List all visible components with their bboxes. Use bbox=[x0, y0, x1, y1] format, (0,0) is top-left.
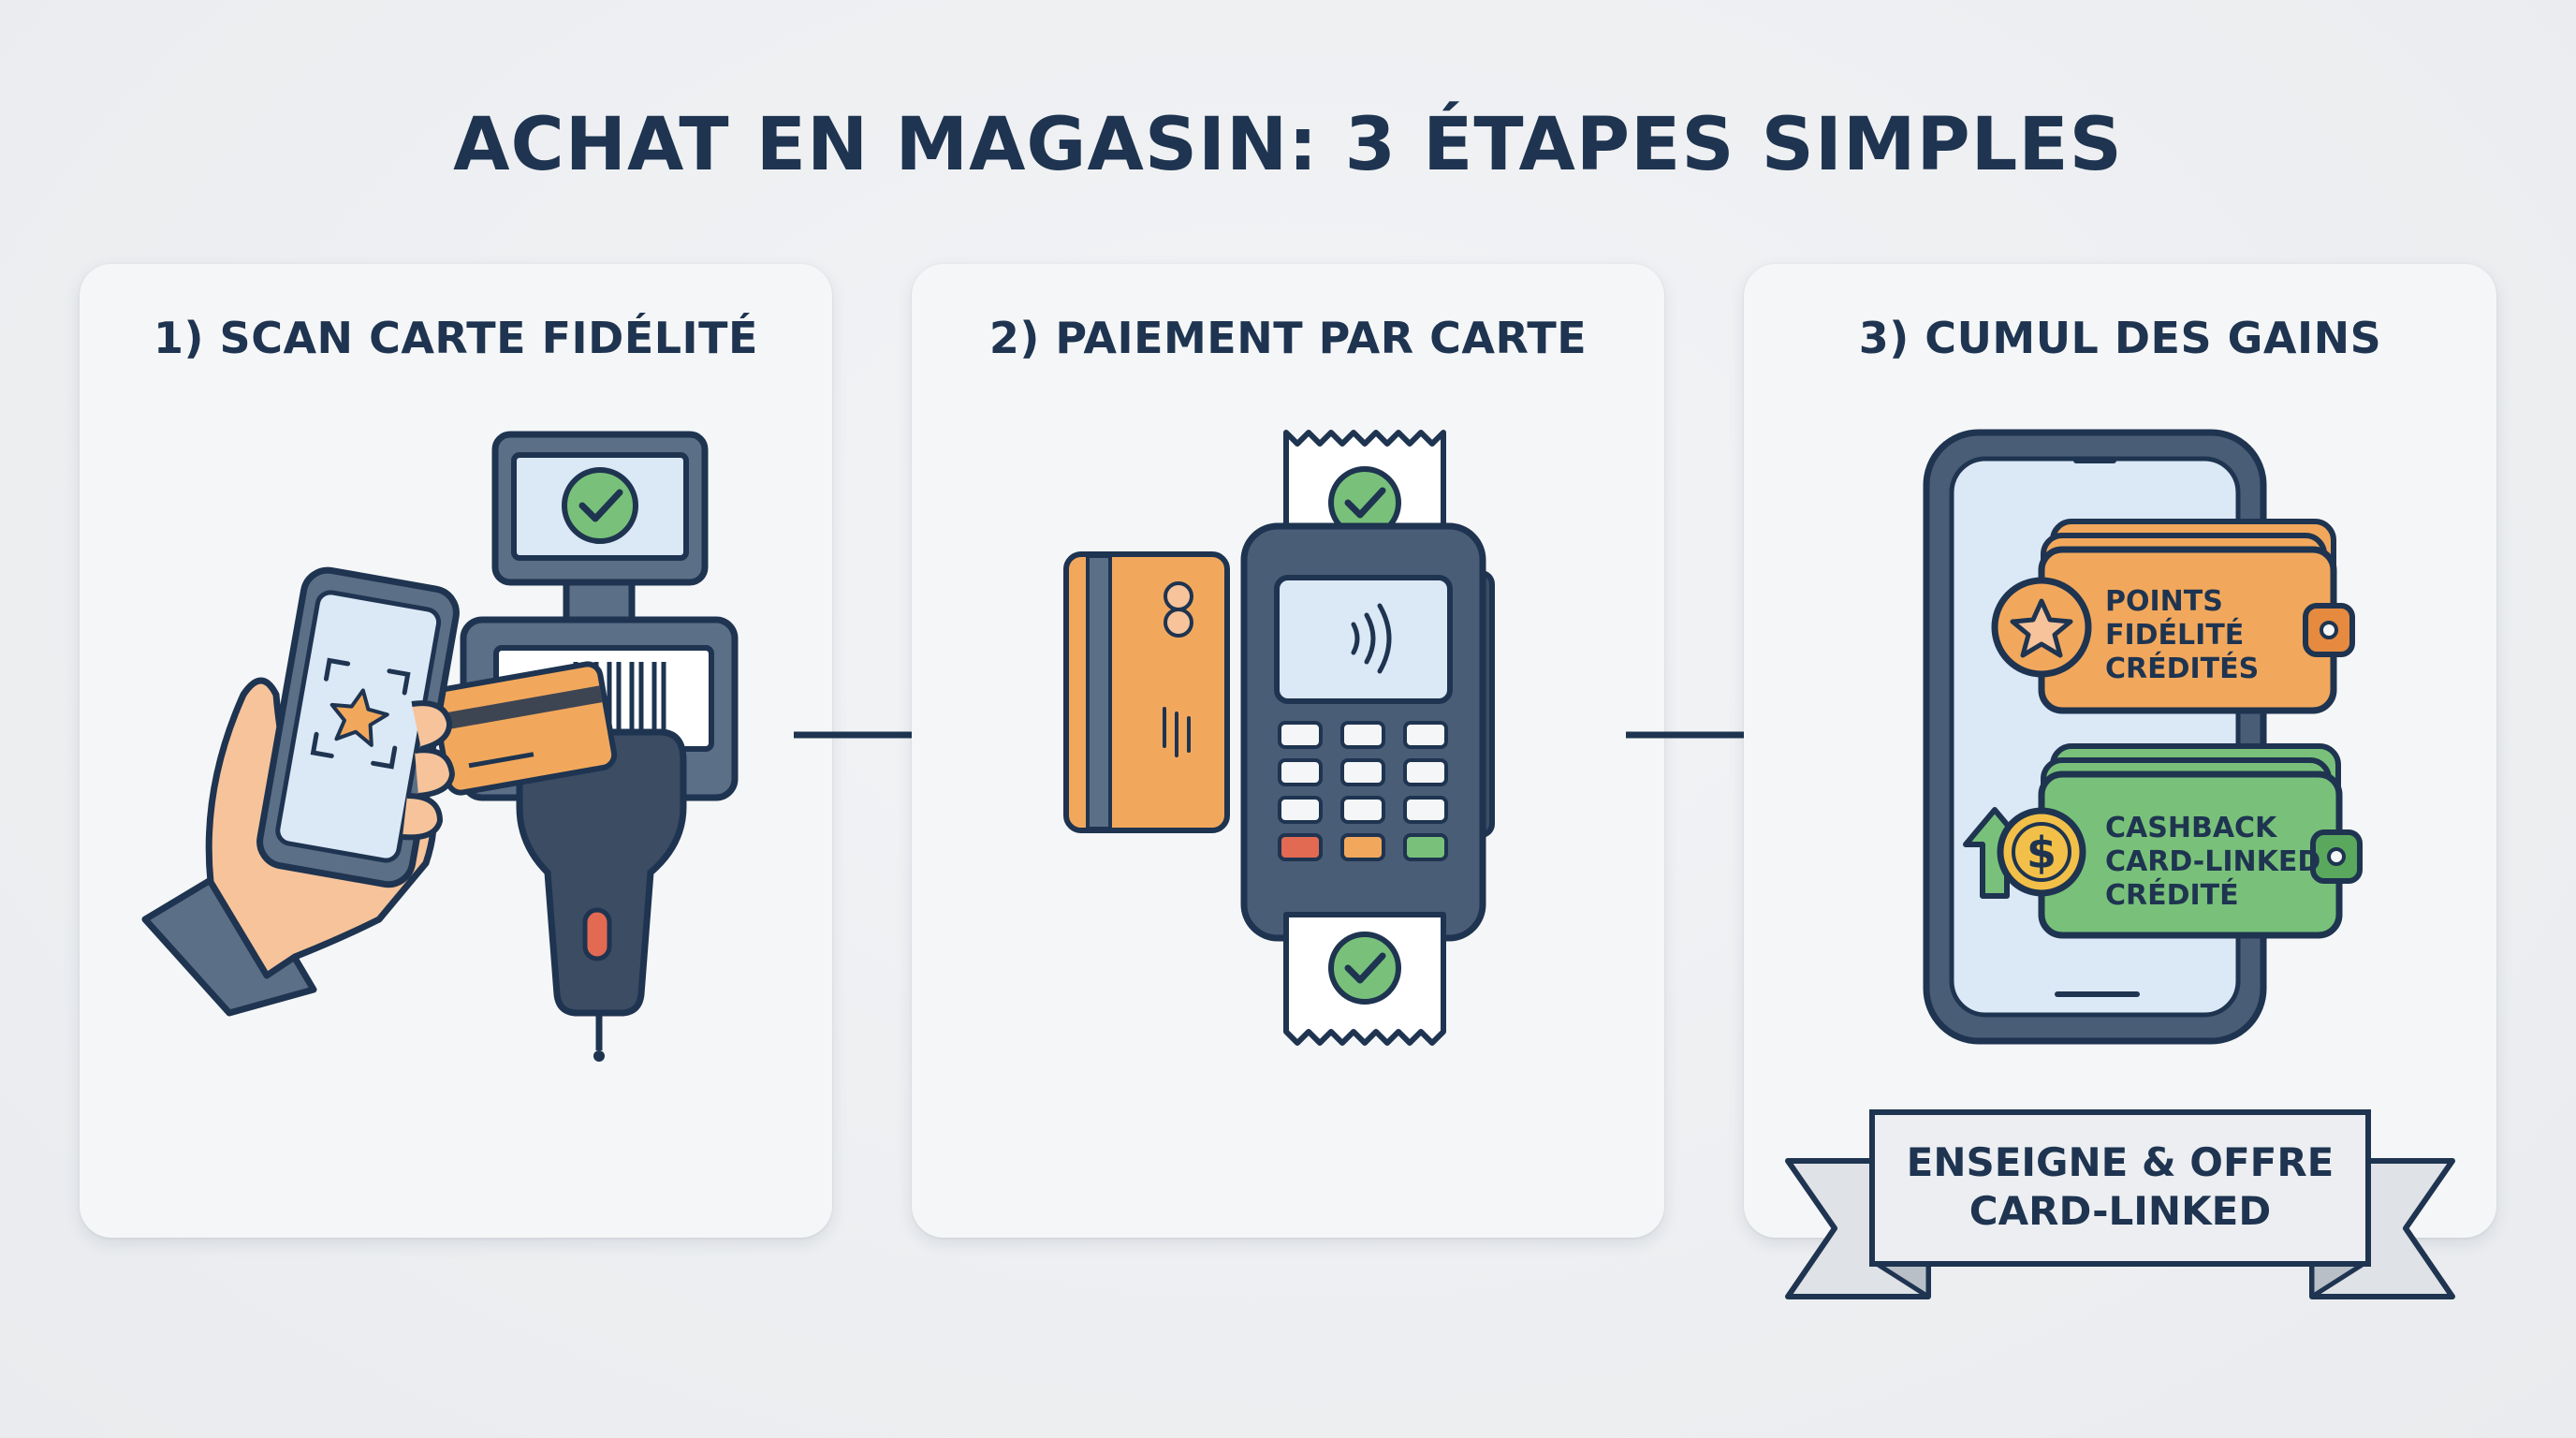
step-1-illustration bbox=[141, 431, 739, 1062]
step-3-illustration: POINTS FIDÉLITÉ CRÉDITÉS $ CASHBACK CARD… bbox=[1923, 429, 2363, 1045]
cashback-line-3: CRÉDITÉ bbox=[2105, 878, 2239, 912]
bank-card-icon bbox=[1063, 551, 1230, 833]
points-line-1: POINTS bbox=[2105, 585, 2223, 618]
wallet-icon bbox=[2038, 519, 2355, 714]
step-3-title: 3) CUMUL DES GAINS bbox=[1858, 313, 2382, 363]
loyalty-card-icon bbox=[431, 661, 618, 796]
ribbon-line-2: CARD-LINKED bbox=[1969, 1188, 2271, 1234]
svg-text:$: $ bbox=[2027, 828, 2056, 878]
star-icon bbox=[1991, 577, 2092, 678]
hand-holding-phone-icon bbox=[141, 566, 460, 1017]
check-icon bbox=[562, 467, 638, 544]
wallet-icon bbox=[2038, 743, 2363, 939]
step-2-panel: 2) PAIEMENT PAR CARTE bbox=[912, 264, 1664, 1238]
dollar-coin-icon: $ bbox=[1997, 807, 2086, 897]
payment-terminal-icon bbox=[1240, 522, 1495, 942]
cashback-line-1: CASHBACK bbox=[2105, 812, 2278, 844]
step-1-title: 1) SCAN CARTE FIDÉLITÉ bbox=[154, 313, 758, 363]
page-title: ACHAT EN MAGASIN: 3 ÉTAPES SIMPLES bbox=[453, 103, 2123, 187]
receipt-icon bbox=[1283, 912, 1446, 1046]
step-2-illustration bbox=[1063, 430, 1495, 1046]
step-1-panel: 1) SCAN CARTE FIDÉLITÉ bbox=[80, 264, 832, 1238]
points-line-2: FIDÉLITÉ bbox=[2105, 618, 2244, 652]
points-line-3: CRÉDITÉS bbox=[2105, 652, 2259, 685]
step-2-title: 2) PAIEMENT PAR CARTE bbox=[988, 313, 1588, 363]
ribbon-banner: ENSEIGNE & OFFRE CARD-LINKED bbox=[1785, 1109, 2455, 1299]
star-icon bbox=[329, 688, 389, 747]
contactless-icon bbox=[1351, 603, 1392, 674]
step-3-panel: 3) CUMUL DES GAINS POINTS FIDÉLITÉ CRÉDI… bbox=[1744, 264, 2496, 1238]
ribbon-line-1: ENSEIGNE & OFFRE bbox=[1907, 1139, 2334, 1185]
cashback-line-2: CARD-LINKED bbox=[2105, 845, 2320, 878]
